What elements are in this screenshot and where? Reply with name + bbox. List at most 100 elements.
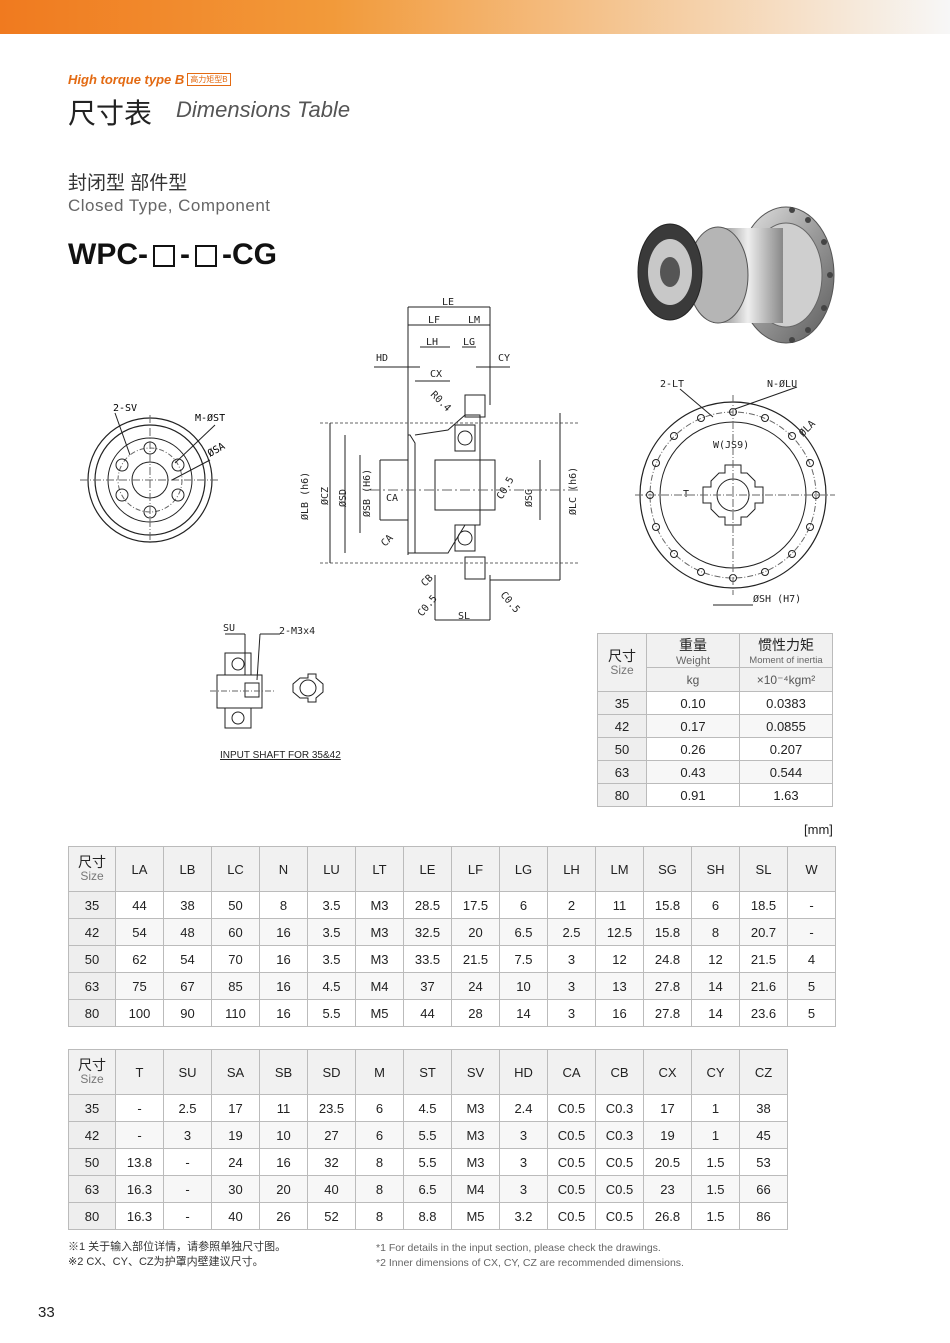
table-cell: 2.5 bbox=[547, 918, 596, 946]
column-header: LF bbox=[451, 846, 500, 892]
table-cell: 19 bbox=[643, 1121, 692, 1149]
table-cell: 8 bbox=[355, 1202, 404, 1230]
svg-text:LG: LG bbox=[463, 337, 475, 348]
table-cell: 5 bbox=[787, 999, 836, 1027]
svg-text:ØSA: ØSA bbox=[206, 440, 228, 459]
table-cell: 0.10 bbox=[646, 691, 740, 715]
table-cell: M3 bbox=[355, 891, 404, 919]
table-cell: - bbox=[115, 1121, 164, 1149]
table-cell: 48 bbox=[163, 918, 212, 946]
table-cell: 24 bbox=[451, 972, 500, 1000]
table-cell: 18.5 bbox=[739, 891, 788, 919]
column-header: CZ bbox=[739, 1049, 788, 1095]
page-number: 33 bbox=[38, 1304, 55, 1321]
table-cell: 26 bbox=[259, 1202, 308, 1230]
table-cell: 27.8 bbox=[643, 972, 692, 1000]
table-cell: 20 bbox=[451, 918, 500, 946]
size-cell: 80 bbox=[597, 783, 647, 807]
size-cell: 80 bbox=[68, 999, 116, 1027]
table-cell: 3 bbox=[547, 999, 596, 1027]
table-cell: 12.5 bbox=[595, 918, 644, 946]
table-cell: 16 bbox=[259, 945, 308, 973]
table-cell: 14 bbox=[499, 999, 548, 1027]
svg-text:C0.5: C0.5 bbox=[416, 593, 440, 619]
table-cell: 1 bbox=[691, 1121, 740, 1149]
table-cell: 7.5 bbox=[499, 945, 548, 973]
table-cell: 2 bbox=[547, 891, 596, 919]
table-cell: 17 bbox=[643, 1094, 692, 1122]
column-header: CY bbox=[691, 1049, 740, 1095]
table-cell: 21.5 bbox=[451, 945, 500, 973]
table-cell: 3 bbox=[499, 1175, 548, 1203]
table-cell: C0.5 bbox=[547, 1148, 596, 1176]
size-cell: 35 bbox=[68, 1094, 116, 1122]
column-header: LH bbox=[547, 846, 596, 892]
svg-text:2-LT: 2-LT bbox=[660, 379, 684, 390]
svg-text:ØSG: ØSG bbox=[523, 489, 535, 507]
product-type-cn: 封闭型 部件型 bbox=[68, 173, 188, 194]
table-cell: 15.8 bbox=[643, 918, 692, 946]
table-cell: M3 bbox=[451, 1148, 500, 1176]
svg-text:C0.5: C0.5 bbox=[498, 590, 522, 616]
svg-text:R0.4: R0.4 bbox=[428, 389, 453, 414]
table-cell: 38 bbox=[739, 1094, 788, 1122]
size-cell: 63 bbox=[68, 1175, 116, 1203]
svg-text:T: T bbox=[683, 489, 689, 500]
table-cell: 3 bbox=[547, 945, 596, 973]
table-cell: C0.5 bbox=[595, 1175, 644, 1203]
table-cell: 12 bbox=[691, 945, 740, 973]
svg-text:CA: CA bbox=[386, 493, 398, 504]
table-cell: C0.3 bbox=[595, 1094, 644, 1122]
table-cell: C0.5 bbox=[595, 1148, 644, 1176]
table-cell: 28.5 bbox=[403, 891, 452, 919]
svg-text:SU: SU bbox=[223, 623, 235, 634]
column-header: SV bbox=[451, 1049, 500, 1095]
table-cell: 54 bbox=[115, 918, 164, 946]
column-header: N bbox=[259, 846, 308, 892]
table-cell: 0.0855 bbox=[739, 714, 833, 738]
table-cell: 6.5 bbox=[403, 1175, 452, 1203]
model-code: WPC---CG bbox=[68, 238, 277, 271]
size-cell: 63 bbox=[597, 760, 647, 784]
table-cell: 5.5 bbox=[403, 1148, 452, 1176]
rear-view-drawing: 2-LT N-ØLU ØLA W(JS9) T ØSH (H7) bbox=[635, 378, 835, 606]
table-cell: 24 bbox=[211, 1148, 260, 1176]
column-header: LT bbox=[355, 846, 404, 892]
table-cell: 23 bbox=[643, 1175, 692, 1203]
table-cell: 23.5 bbox=[307, 1094, 356, 1122]
table-cell: - bbox=[787, 918, 836, 946]
table-cell: 16 bbox=[259, 918, 308, 946]
column-header: T bbox=[115, 1049, 164, 1095]
column-header: LA bbox=[115, 846, 164, 892]
table-cell: 67 bbox=[163, 972, 212, 1000]
table-cell: 3.5 bbox=[307, 891, 356, 919]
table-cell: 3 bbox=[547, 972, 596, 1000]
table-cell: M3 bbox=[355, 918, 404, 946]
table-cell: - bbox=[115, 1094, 164, 1122]
column-header: LG bbox=[499, 846, 548, 892]
table-cell: 10 bbox=[499, 972, 548, 1000]
table-cell: 1.63 bbox=[739, 783, 833, 807]
column-header: LM bbox=[595, 846, 644, 892]
size-cell: 35 bbox=[597, 691, 647, 715]
table-cell: 14 bbox=[691, 972, 740, 1000]
svg-text:ØSB (H6): ØSB (H6) bbox=[361, 469, 373, 517]
column-header: M bbox=[355, 1049, 404, 1095]
svg-text:W(JS9): W(JS9) bbox=[713, 440, 749, 451]
column-header: HD bbox=[499, 1049, 548, 1095]
product-type-en: Closed Type, Component bbox=[68, 196, 271, 215]
column-header: SB bbox=[259, 1049, 308, 1095]
svg-text:LM: LM bbox=[468, 315, 480, 326]
